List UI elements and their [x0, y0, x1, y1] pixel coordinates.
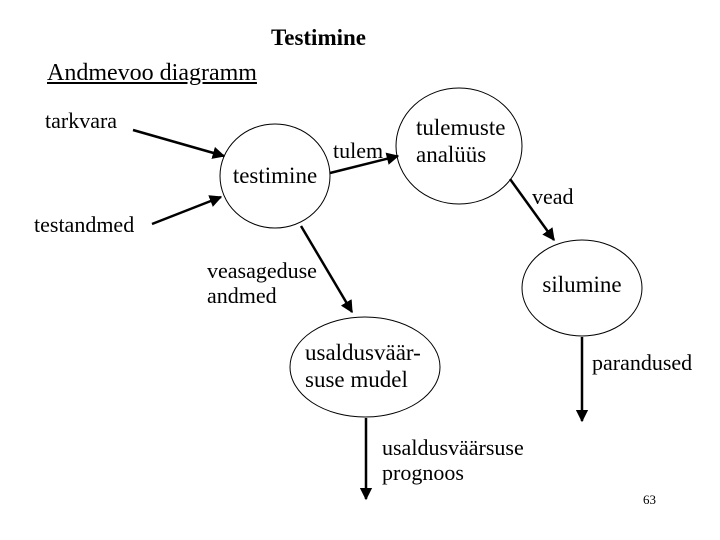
slide-title: Testimine	[271, 25, 366, 50]
node-label-usaldusvaarsuse-mudel: usaldusväär- suse mudel	[305, 340, 421, 392]
label-vead: vead	[532, 184, 574, 209]
edge-tulemuste-analyys-to-silumine	[508, 178, 556, 242]
node-label-silumine: silumine	[542, 272, 622, 297]
node-tulemuste-analyys-ellipse	[395, 87, 523, 205]
slide-heading: Andmevoo diagramm	[47, 60, 257, 86]
node-label-tulemuste-analyys: tulemuste analüüs	[416, 115, 506, 167]
node-label-testimine: testimine	[232, 163, 318, 188]
node-silumine-ellipse	[521, 239, 643, 337]
edge-testandmed-to-testimine	[151, 195, 223, 226]
label-testandmed: testandmed	[34, 212, 135, 237]
label-veasageduse-andmed: veasageduse andmed	[207, 258, 317, 308]
edge-testimine-to-tulemuste-analyys	[329, 152, 400, 175]
label-usaldusvaarsuse-prognoos: usaldusväärsuse prognoos	[382, 435, 524, 485]
edge-tarkvara-to-testimine	[132, 128, 226, 159]
edge-testimine-to-usaldusvaarsuse-mudel	[299, 225, 354, 314]
label-parandused: parandused	[592, 350, 693, 375]
label-tulem: tulem	[333, 138, 384, 163]
node-testimine-ellipse	[219, 123, 331, 229]
page-number: 63	[643, 492, 656, 507]
node-usaldusvaarsuse-mudel-ellipse	[289, 316, 441, 418]
label-tarkvara: tarkvara	[45, 108, 118, 133]
